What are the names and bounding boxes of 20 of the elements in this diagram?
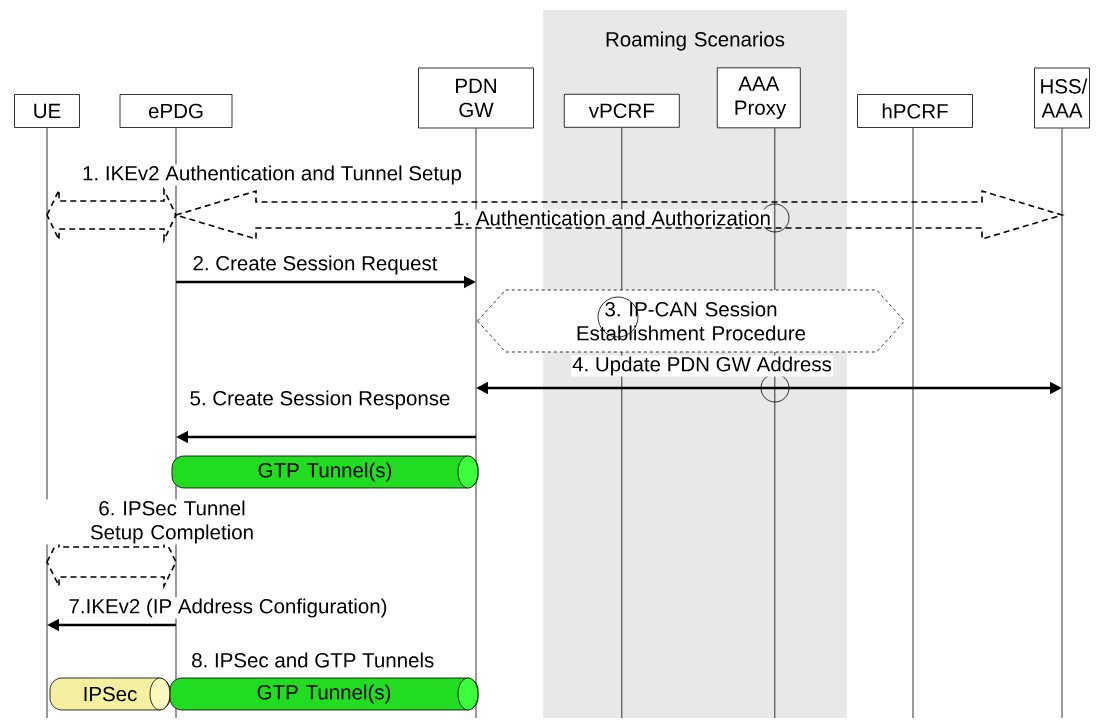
edge-label: 6. IPSec Tunnel Setup Completion: [90, 500, 253, 544]
step-label: 8. IPSec and GTP Tunnels: [192, 652, 434, 668]
edge-label: 1. Authentication and Authorization: [454, 210, 770, 226]
entity-box: PDN GW: [418, 67, 534, 129]
edge-label: 5. Create Session Response: [190, 390, 450, 410]
edge-label: 7.IKEv2 (IP Address Configuration): [69, 598, 387, 618]
edge-label: 2. Create Session Request: [193, 255, 438, 275]
entity-box: ePDG: [119, 94, 233, 128]
entity-box: UE: [14, 94, 80, 128]
entity-box: vPCRF: [563, 93, 680, 128]
block-arrow: [46, 186, 177, 244]
edge-label: 1. IKEv2 Authentication and Tunnel Setup: [83, 165, 462, 185]
entity-box: AAA Proxy: [716, 67, 801, 129]
entity-box: HSS/ AAA: [1034, 67, 1090, 129]
tunnel-cylinder: GTP Tunnel(s): [171, 455, 479, 489]
tunnel-cylinder: IPSec: [49, 677, 171, 711]
procedure-hexagon: 3. IP-CAN Session Establishment Procedure: [477, 289, 905, 353]
entity-box: hPCRF: [857, 94, 973, 128]
tunnel-cylinder: GTP Tunnel(s): [169, 677, 479, 711]
edge-label: 4. Update PDN GW Address: [572, 356, 832, 376]
